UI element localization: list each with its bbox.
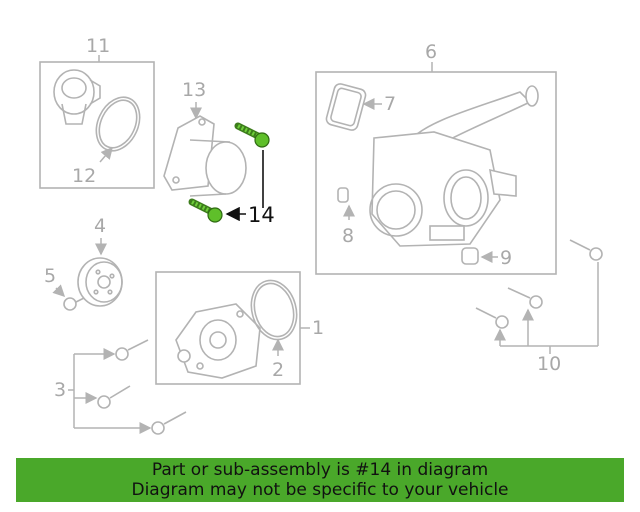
callout-10: 10 xyxy=(537,353,561,375)
callout-12: 12 xyxy=(72,165,96,187)
callout-14: 14 xyxy=(248,203,275,227)
callout-4: 4 xyxy=(94,215,106,237)
info-banner: Part or sub-assembly is #14 in diagram D… xyxy=(16,458,624,502)
callout-9: 9 xyxy=(500,247,512,269)
water-outlet-group: 6 7 8 9 xyxy=(315,41,557,275)
callout-3: 3 xyxy=(54,379,66,401)
pulley-group: 4 5 xyxy=(44,215,123,311)
callout-6: 6 xyxy=(425,41,437,63)
callout-8: 8 xyxy=(342,225,354,247)
callout-14-group: 14 xyxy=(225,150,275,227)
water-pump-group: 1 2 xyxy=(155,271,324,385)
callout-2: 2 xyxy=(272,359,284,381)
banner-line-2: Diagram may not be specific to your vehi… xyxy=(131,480,509,500)
callout-7: 7 xyxy=(384,93,396,115)
bolt-14-upper xyxy=(234,122,270,148)
callout-5: 5 xyxy=(44,265,56,287)
bolt-14-lower xyxy=(188,198,223,223)
thermostat-housing: 13 xyxy=(163,79,247,197)
bolt-group-10: 10 xyxy=(475,239,603,375)
thermostat-group: 11 12 xyxy=(39,35,155,189)
bolt-group-3: 3 xyxy=(54,339,187,435)
callout-1: 1 xyxy=(312,317,324,339)
callout-13: 13 xyxy=(182,79,206,101)
callout-11: 11 xyxy=(86,35,110,57)
banner-line-1: Part or sub-assembly is #14 in diagram xyxy=(151,460,489,480)
parts-diagram: 11 12 13 14 6 xyxy=(39,35,603,435)
